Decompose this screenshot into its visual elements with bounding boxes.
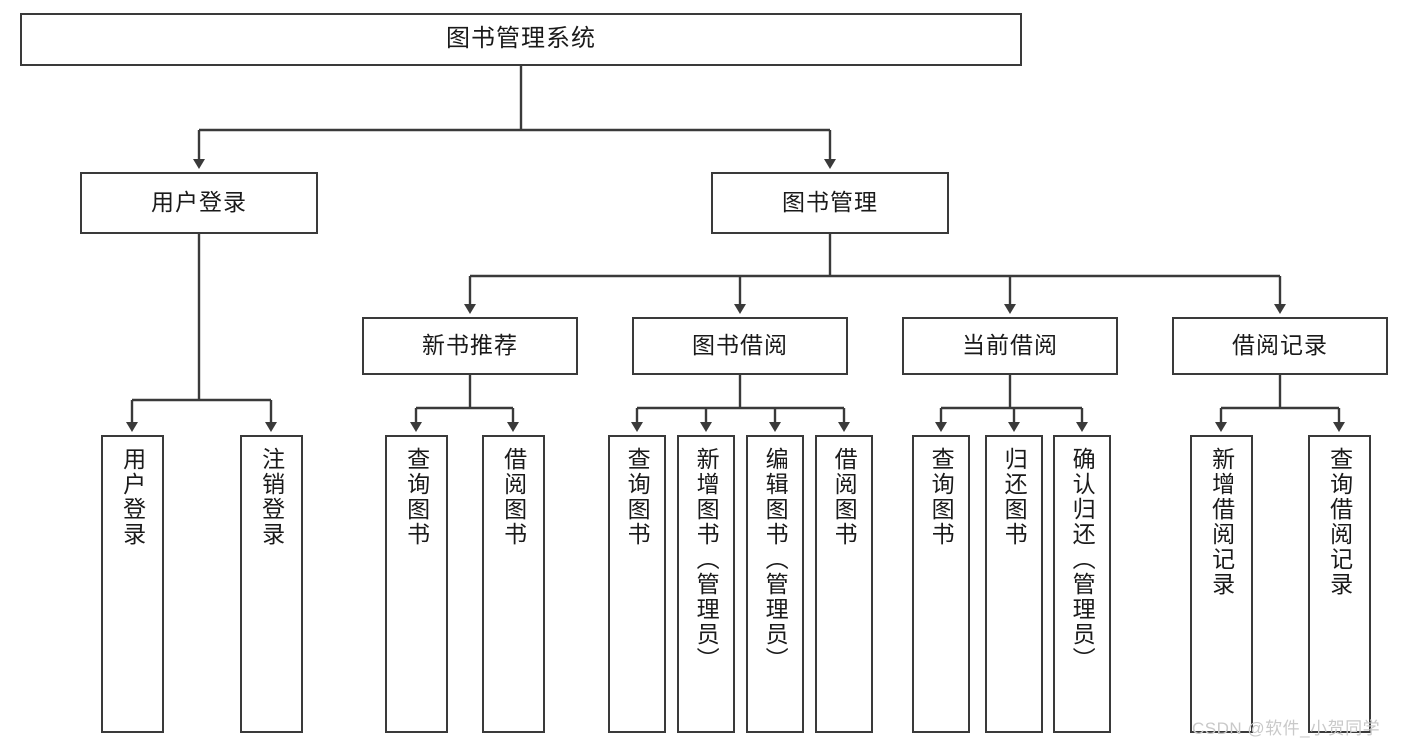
leaf-return-book[interactable]: 归还图书 [985, 435, 1043, 733]
leaf-user-logout[interactable]: 注销登录 [240, 435, 303, 733]
leaf-user-logout-label: 注销登录 [258, 447, 285, 547]
node-borrow-record-label: 借阅记录 [1232, 332, 1328, 359]
node-book-borrow[interactable]: 图书借阅 [632, 317, 848, 375]
leaf-borrow-book-recommend[interactable]: 借阅图书 [482, 435, 545, 733]
node-book-manage-label: 图书管理 [782, 189, 878, 216]
node-user-login-label: 用户登录 [151, 189, 247, 216]
node-current-borrow-label: 当前借阅 [962, 332, 1058, 359]
leaf-user-login-label: 用户登录 [119, 447, 146, 547]
leaf-add-borrow-record[interactable]: 新增借阅记录 [1190, 435, 1253, 733]
leaf-edit-book-label: 编辑图书（管理员） [762, 447, 789, 672]
leaf-borrow-book-recommend-label: 借阅图书 [500, 447, 527, 547]
leaf-query-book-current-label: 查询图书 [928, 447, 955, 547]
leaf-query-book-borrow[interactable]: 查询图书 [608, 435, 666, 733]
leaf-confirm-return-label: 确认归还（管理员） [1069, 447, 1096, 672]
csdn-watermark: CSDN @软件_小贺同学 [1192, 719, 1381, 738]
node-new-book-recommend-label: 新书推荐 [422, 332, 518, 359]
leaf-user-login[interactable]: 用户登录 [101, 435, 164, 733]
node-borrow-record[interactable]: 借阅记录 [1172, 317, 1388, 375]
leaf-borrow-book-label: 借阅图书 [831, 447, 858, 547]
leaf-query-book-current[interactable]: 查询图书 [912, 435, 970, 733]
leaf-borrow-book[interactable]: 借阅图书 [815, 435, 873, 733]
node-new-book-recommend[interactable]: 新书推荐 [362, 317, 578, 375]
node-root[interactable]: 图书管理系统 [20, 13, 1022, 66]
leaf-query-book-borrow-label: 查询图书 [624, 447, 651, 547]
leaf-add-book[interactable]: 新增图书（管理员） [677, 435, 735, 733]
leaf-add-book-label: 新增图书（管理员） [693, 447, 720, 672]
node-user-login[interactable]: 用户登录 [80, 172, 318, 234]
leaf-query-book-recommend-label: 查询图书 [403, 447, 430, 547]
node-root-label: 图书管理系统 [446, 25, 596, 53]
node-current-borrow[interactable]: 当前借阅 [902, 317, 1118, 375]
node-book-manage[interactable]: 图书管理 [711, 172, 949, 234]
leaf-confirm-return[interactable]: 确认归还（管理员） [1053, 435, 1111, 733]
leaf-return-book-label: 归还图书 [1001, 447, 1028, 547]
leaf-query-borrow-record[interactable]: 查询借阅记录 [1308, 435, 1371, 733]
leaf-edit-book[interactable]: 编辑图书（管理员） [746, 435, 804, 733]
leaf-query-borrow-record-label: 查询借阅记录 [1326, 447, 1353, 597]
leaf-query-book-recommend[interactable]: 查询图书 [385, 435, 448, 733]
node-book-borrow-label: 图书借阅 [692, 332, 788, 359]
leaf-add-borrow-record-label: 新增借阅记录 [1208, 447, 1235, 597]
